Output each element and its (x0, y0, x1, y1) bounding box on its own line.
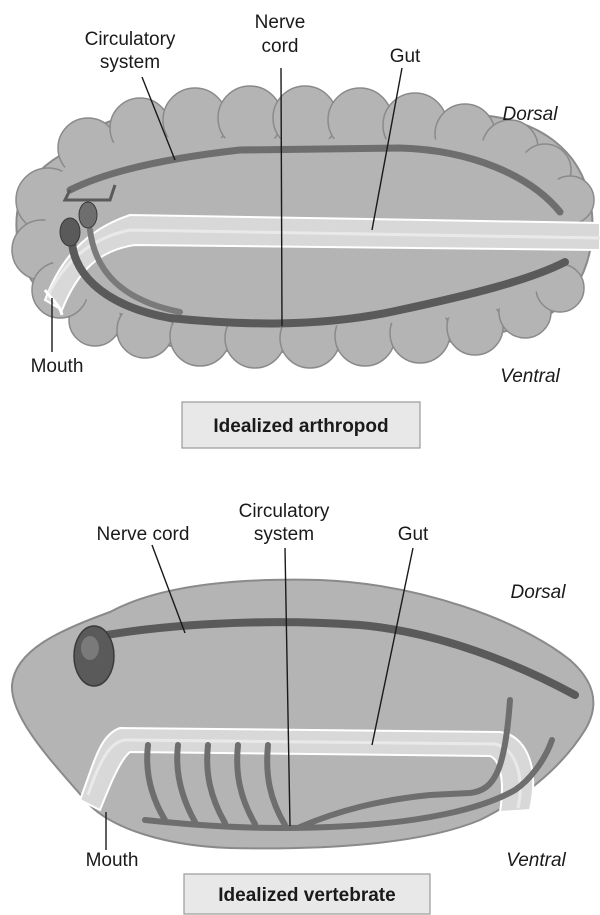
label-vertebrate-nerve: Nerve cord (97, 524, 190, 545)
label-vertebrate-mouth: Mouth (86, 850, 139, 871)
label-vertebrate-circulatory-2: system (254, 524, 314, 545)
label-arthropod-nerve-2: cord (262, 36, 299, 57)
label-arthropod-mouth: Mouth (31, 356, 84, 377)
label-vertebrate-gut: Gut (398, 524, 429, 545)
arthropod-figure: Circulatory system Nerve cord Gut Dorsal… (12, 12, 600, 448)
arthropod-brain-ganglion-2 (79, 202, 97, 228)
vertebrate-figure: Nerve cord Circulatory system Gut Dorsal… (12, 501, 593, 914)
label-vertebrate-circulatory-1: Circulatory (239, 501, 330, 522)
label-arthropod-dorsal: Dorsal (503, 104, 559, 125)
label-arthropod-nerve-1: Nerve (255, 12, 306, 33)
arthropod-caption: Idealized arthropod (213, 416, 388, 437)
vertebrate-caption: Idealized vertebrate (218, 885, 395, 906)
arthropod-brain-ganglion (60, 218, 80, 246)
label-vertebrate-dorsal: Dorsal (511, 582, 567, 603)
label-vertebrate-ventral: Ventral (506, 850, 566, 871)
label-arthropod-circulatory-1: Circulatory (85, 29, 176, 50)
label-arthropod-circulatory-2: system (100, 52, 160, 73)
label-arthropod-gut: Gut (390, 46, 421, 67)
label-arthropod-ventral: Ventral (500, 366, 560, 387)
